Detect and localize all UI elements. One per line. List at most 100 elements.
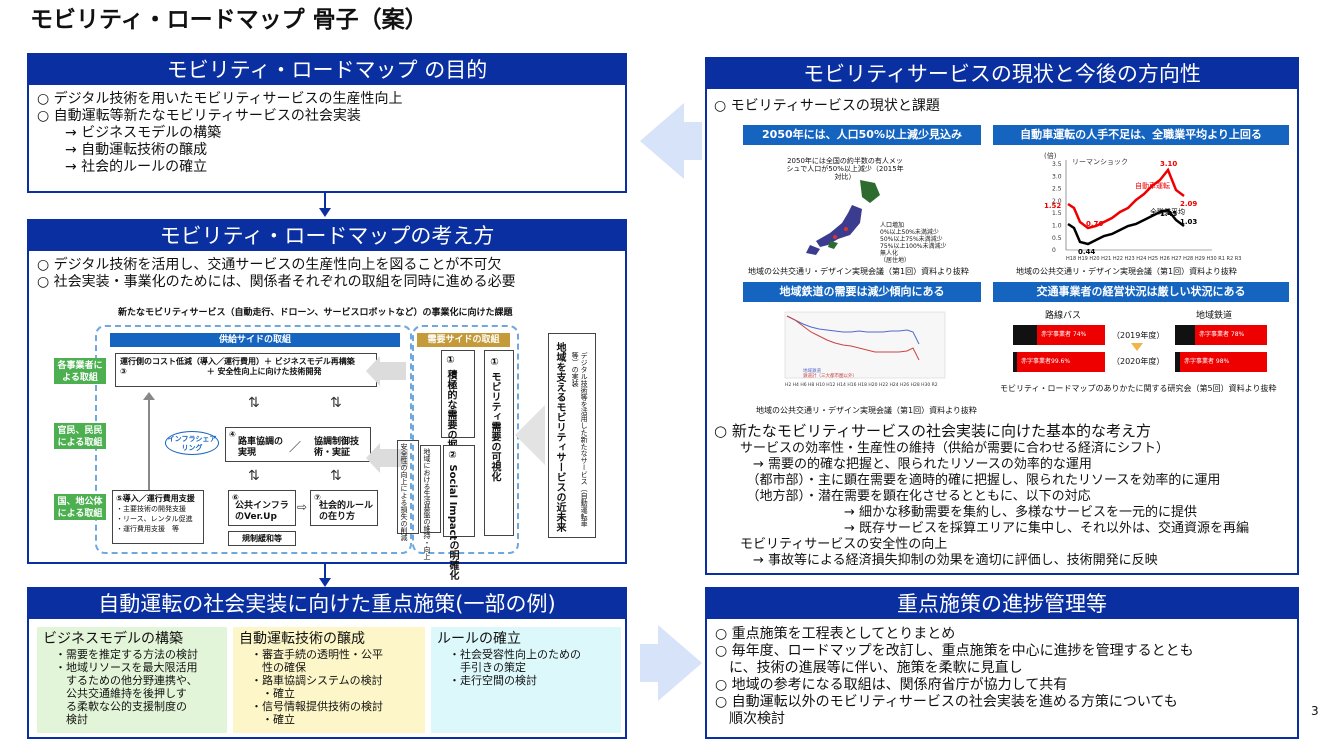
arrow-left-icon xyxy=(366,443,380,473)
source-note: モビリティ・ロードマップのありかたに関する研究会（第5回）資料より抜粋 xyxy=(1000,384,1277,393)
updown-arrow-icon: ⇅ xyxy=(248,468,260,484)
data-label: 1.03 xyxy=(1180,218,1197,226)
map-city xyxy=(844,227,848,231)
status-line: モビリティサービスの安全性の向上 xyxy=(714,537,948,552)
status-header: モビリティサービスの現状と今後の方向性 xyxy=(707,59,1297,89)
purpose-line: ○ 自動運転等新たなモビリティサービスの社会実装 xyxy=(37,108,361,124)
y-tick-label: 2.0 xyxy=(1052,198,1062,205)
demand-visualization-box: ① モビリティ需要の可視化 xyxy=(484,350,514,536)
box5-item: ・運行費用支援 等 xyxy=(116,525,179,533)
status-line: → 事故等による経済損失抑制の効果を適切に評価し、技術開発に反映 xyxy=(714,553,1158,568)
measure-item: ・需要を推定する方法の検討 xyxy=(55,648,198,661)
map-legend: 人口増加 0%以上50%未満減少 50%以上75%未満減少 75%以上100%未… xyxy=(880,222,947,264)
progress-line: ○ 地域の参考になる取組は、関係府省庁が協力して共有 xyxy=(715,677,1068,693)
status-line: → 細かな移動需要を集約し、多様なサービスを一元的に提供 xyxy=(714,505,1198,520)
updown-arrow-icon: ⇅ xyxy=(248,395,260,411)
progress-line: 順次検討 xyxy=(715,711,785,727)
measure-item: ・路車協調システムの検討 xyxy=(251,674,383,687)
measure-item: 手引きの策定 xyxy=(449,661,526,674)
social-impact-box: ② Social Impactの明確化 xyxy=(443,445,475,580)
demand-label: 需要サイドの取組 xyxy=(417,333,510,347)
progress-line: に、技術の進展等に伴い、施策を柔軟に見直し xyxy=(715,660,1023,676)
rail-series-2 xyxy=(786,315,920,361)
map-legend-item: 0%以上50%未満減少 xyxy=(880,229,939,236)
box5-item: ・主要技術の開発支援 xyxy=(116,505,186,513)
y-tick-label: 2.5 xyxy=(1052,186,1062,193)
measure-rules: ルールの確立 ・社会受容性向上のための 手引きの策定 ・走行空間の検討 xyxy=(431,627,621,733)
rail-2019-bar: 赤字事業者 78% xyxy=(1175,325,1267,345)
box3-line1: 運行側のコスト低減（導入／運行費用）＋ ビジネスモデル再構築 xyxy=(120,357,355,366)
series-all-label: 全職業平均 xyxy=(1150,207,1185,216)
arrow-down-icon xyxy=(319,578,331,587)
y-tick-label: 0.5 xyxy=(1052,235,1062,242)
bar-black xyxy=(1175,352,1180,372)
bus-2019-bar: 赤字事業者 74% xyxy=(1013,325,1105,345)
progress-header: 重点施策の進捗管理等 xyxy=(707,589,1297,619)
page-title: モビリティ・ロードマップ 骨子（案） xyxy=(30,7,428,33)
rail-legend-2: 鉄道計（三大都市圏以外） xyxy=(803,372,857,379)
map-city xyxy=(833,235,837,239)
measure-item: ・走行空間の検討 xyxy=(449,674,537,687)
measure-item: ・審査手続の透明性・公平 xyxy=(251,648,383,661)
bar-red: 赤字事業者 98% xyxy=(1180,352,1267,372)
connector-line xyxy=(324,564,326,580)
arrow-down-icon xyxy=(1131,343,1143,351)
status-subheading: ○ 新たなモビリティサービスの社会実装に向けた基本的な考え方 xyxy=(714,422,1151,440)
map-legend-item: 50%以上75%未満減少 xyxy=(880,236,943,243)
chart-title-population: 2050年には、人口50%以上減少見込み xyxy=(743,125,981,145)
box6-title: 公共インフラのVer.Up xyxy=(235,501,289,522)
bar-red: 赤字事業者99.6% xyxy=(1017,352,1105,372)
purpose-line: → 自動運転技術の醸成 xyxy=(37,142,208,158)
arrow-right-icon xyxy=(658,625,702,701)
map-legend-item: 人口増加 xyxy=(880,222,905,229)
purpose-panel: モビリティ・ロードマップ の目的 ○ デジタル技術を用いたモビリティサービスの生… xyxy=(27,53,627,193)
demand-visualization-text: ① モビリティ需要の可視化 xyxy=(489,357,500,482)
bar-black xyxy=(1013,352,1017,372)
rail-2020-bar: 赤字事業者 98% xyxy=(1175,352,1267,372)
actor-public-private: 官民、民民による取組 xyxy=(54,423,106,449)
measure-title: ビジネスモデルの構築 xyxy=(43,631,183,647)
rail-legend-1: 地域鉄道 xyxy=(803,367,821,374)
status-subheading: ○ モビリティサービスの現状と課題 xyxy=(714,98,940,114)
demand-discovery-text: ① 積極的な需要の掘り起こし xyxy=(445,355,456,490)
cost-reduction-box: 運行側のコスト低減（導入／運行費用）＋ ビジネスモデル再構築 ③ ＋ 安全性向上… xyxy=(115,353,377,387)
rail-chart: 地域鉄道 鉄道計（三大都市圏以外） H2 H4 H6 H8 H10 H12 H1… xyxy=(784,311,946,388)
measure-autonomous-tech: 自動運転技術の醸成 ・審査手続の透明性・公平 性の確保 ・路車協調システムの検討… xyxy=(233,627,425,733)
demand-sub-a: 地域における生活基盤の維持・向上 xyxy=(423,448,431,560)
arrow-up-icon xyxy=(143,392,155,400)
arrow-down-icon xyxy=(319,208,331,217)
source-note: 地域の公共交通リ・デザイン実現会議（第1回）資料より抜粋 xyxy=(1016,267,1237,276)
social-impact-text: ② Social Impactの明確化 xyxy=(447,450,458,581)
purpose-header: モビリティ・ロードマップ の目的 xyxy=(29,55,625,85)
box4-slash: ／ xyxy=(289,440,302,454)
finance-year-2019: （2019年度） xyxy=(1112,331,1165,340)
finance-rail-label: 地域鉄道 xyxy=(1196,311,1233,321)
map-region xyxy=(806,245,820,255)
actor-operators: 各事業者による取組 xyxy=(54,358,106,384)
measure-item: ・地域リソースを最大限活用 xyxy=(55,661,198,674)
flow-arrow xyxy=(378,449,408,467)
source-note: 地域の公共交通リ・デザイン実現会議（第1回）資料より抜粋 xyxy=(756,406,977,415)
bar-red: 赤字事業者 78% xyxy=(1195,325,1267,345)
status-lines: サービスの効率性・生産性の維持（供給が需要に合わせる経済にシフト） → 需要の的… xyxy=(714,441,1249,569)
plot-area xyxy=(784,311,946,379)
approach-header: モビリティ・ロードマップの考え方 xyxy=(29,221,625,251)
box5-title: ⑤導入／運行費用支援 xyxy=(116,494,195,503)
arrow-tail xyxy=(684,122,702,160)
bar-red: 赤字事業者 74% xyxy=(1037,325,1105,345)
status-line: サービスの効率性・生産性の維持（供給が需要に合わせる経済にシフト） xyxy=(714,441,1170,456)
future-box: 地域を支えるモビリティサービスの近未来 デジタル技術等を活用した新たなサービス（… xyxy=(548,333,596,538)
arrow-left-icon xyxy=(366,356,380,386)
finance-year-2020: （2020年度） xyxy=(1112,357,1165,366)
connector-line xyxy=(324,193,326,210)
bus-2020-bar: 赤字事業者99.6% xyxy=(1013,352,1105,372)
progress-line: ○ 毎年度、ロードマップを改訂し、重点施策を中心に進捗を管理するととも xyxy=(715,643,1194,659)
map-region xyxy=(828,241,838,249)
measure-business-model: ビジネスモデルの構築 ・需要を推定する方法の検討 ・地域リソースを最大限活用 す… xyxy=(37,627,227,733)
social-rules-box: ⑦ 社会的ルールの在り方 xyxy=(310,490,378,526)
y-tick-label: 0 xyxy=(1052,247,1056,254)
series-driver-line xyxy=(1067,167,1185,230)
measure-item: 検討 xyxy=(55,713,88,726)
chart-title-rail: 地域鉄道の需要は減少傾向にある xyxy=(743,282,981,302)
x-axis-labels: H18 H19 H20 H21 H22 H23 H24 H25 H26 H27 … xyxy=(1066,256,1241,262)
